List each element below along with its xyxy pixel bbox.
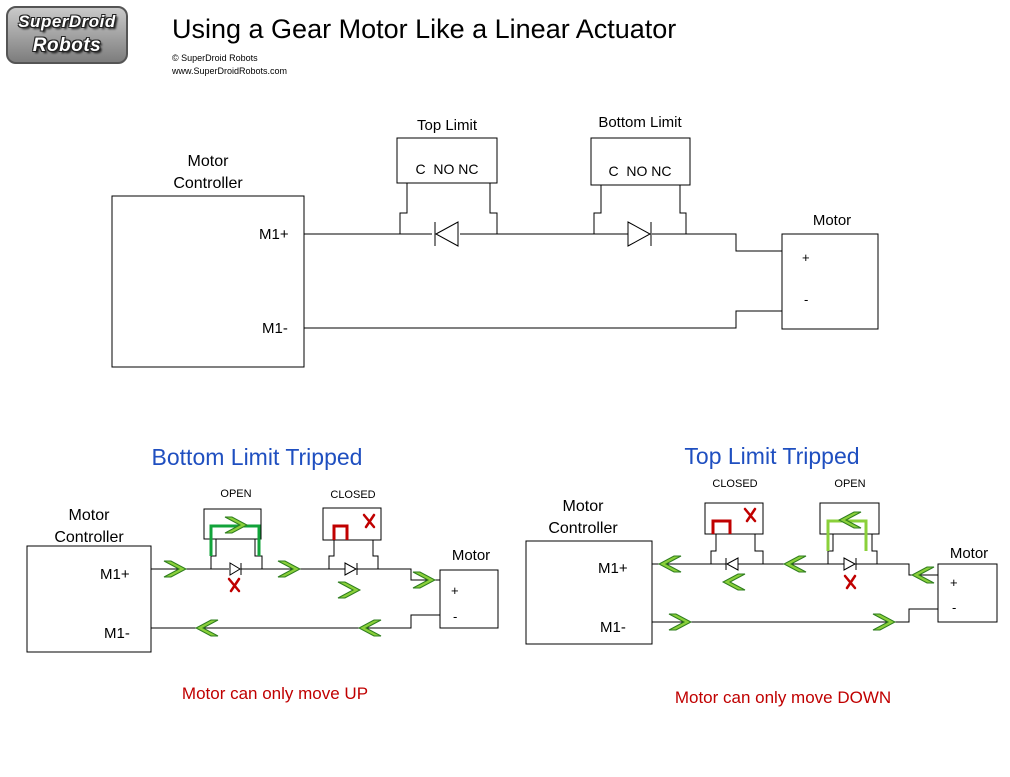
br-flow-arrow	[657, 555, 682, 573]
br-flow-arrow	[668, 613, 693, 631]
website-text: www.SuperDroidRobots.com	[171, 66, 287, 76]
bl-flow-arrow	[357, 619, 382, 637]
br-open-contact-indicator	[826, 519, 868, 551]
m1-plus-label: M1+	[259, 226, 289, 243]
bottom-limit-tripped-title: Bottom Limit Tripped	[152, 444, 363, 470]
bl-flow-arrow	[194, 619, 219, 637]
br-flow-arrow	[782, 555, 807, 573]
top-limit-title: Top Limit	[417, 117, 478, 134]
br-labels: Motor Controller M1+ M1- Motor + -	[548, 498, 988, 636]
bl-switch2-diode	[329, 562, 378, 576]
br-flow-arrow	[910, 566, 935, 584]
bl-motor-box	[439, 569, 499, 629]
br-motor-box	[937, 563, 998, 623]
bl-controller-label-line1: Motor	[69, 507, 111, 524]
top-limit-switch-box	[396, 137, 498, 184]
bottom-limit-switch-box	[590, 137, 691, 186]
br-switch1-diode	[711, 557, 763, 571]
br-switch1-state: CLOSED	[712, 478, 757, 490]
bl-closed-x-mark	[362, 513, 376, 529]
bl-switch1-box	[203, 508, 262, 540]
br-switch2-box	[819, 502, 880, 535]
logo-text-line2: Robots	[32, 35, 102, 56]
bottom-limit-diode	[594, 221, 686, 247]
main-diagram-labels: Motor Controller M1+ M1- Top Limit C NO …	[173, 114, 851, 337]
bl-controller-label-line2: Controller	[54, 529, 124, 546]
br-controller-label-line1: Motor	[563, 498, 605, 515]
br-switch2-state: OPEN	[834, 478, 865, 490]
bl-m1-minus-label: M1-	[104, 625, 130, 642]
m1-plus-wire	[304, 183, 782, 252]
bottom-limit-title: Bottom Limit	[598, 114, 682, 131]
br-m1-minus-label: M1-	[600, 619, 626, 636]
motor-box	[781, 233, 879, 330]
bl-flow-arrow	[337, 581, 362, 599]
bl-open-contact-arrow	[224, 516, 249, 534]
top-limit-diode	[400, 221, 497, 247]
bl-switch1-diode	[211, 562, 262, 576]
motor-plus-label: +	[802, 250, 810, 265]
bottom-limit-pins: C NO NC	[609, 163, 672, 179]
m1-minus-wire	[304, 310, 782, 329]
br-circuit	[525, 502, 998, 645]
bl-result-text: Motor can only move UP	[182, 684, 368, 703]
br-flow-arrow	[872, 613, 897, 631]
blocked-path-marks	[227, 507, 857, 593]
br-m1-plus-label: M1+	[598, 560, 628, 577]
br-blocked-x-mark	[843, 574, 857, 590]
br-motor-title: Motor	[950, 545, 988, 562]
bl-m1-plus-label: M1+	[100, 566, 130, 583]
copyright-text: © SuperDroid Robots	[172, 53, 258, 63]
br-result-text: Motor can only move DOWN	[675, 688, 891, 707]
controller-label-line1: Motor	[188, 153, 230, 170]
bl-switch1-state: OPEN	[220, 488, 251, 500]
br-m1-minus-wire	[652, 608, 938, 623]
bl-flow-arrow	[277, 560, 302, 578]
br-controller-label-line2: Controller	[548, 520, 618, 537]
logo-text-line1: SuperDroid	[18, 12, 116, 31]
br-closed-contact-indicator	[711, 519, 732, 534]
bl-motor-title: Motor	[452, 547, 490, 564]
br-motor-plus-label: +	[950, 575, 958, 590]
br-controller-box	[525, 540, 653, 645]
bl-flow-arrow	[412, 571, 437, 589]
br-motor-minus-label: -	[952, 600, 956, 615]
bl-closed-contact-indicator	[332, 524, 349, 540]
motor-controller-box	[111, 195, 305, 368]
main-diagram	[111, 137, 879, 368]
br-closed-x-mark	[743, 507, 757, 523]
br-switch2-diode	[828, 557, 877, 571]
top-limit-tripped-title: Top Limit Tripped	[684, 443, 859, 469]
br-open-contact-arrow	[837, 511, 862, 529]
controller-label-line2: Controller	[173, 175, 243, 192]
br-switch1-box	[704, 502, 764, 535]
top-limit-pins: C NO NC	[416, 161, 479, 177]
bl-open-contact-indicator	[209, 524, 261, 556]
bl-m1-plus-wire	[151, 539, 440, 581]
superdroid-logo: SuperDroid Robots	[6, 6, 128, 64]
motor-title: Motor	[813, 212, 851, 229]
current-flow-arrows	[163, 511, 935, 637]
page-title: Using a Gear Motor Like a Linear Actuato…	[172, 14, 676, 44]
bl-circuit	[26, 507, 499, 653]
bl-motor-minus-label: -	[453, 609, 457, 624]
motor-minus-label: -	[804, 292, 808, 307]
bl-blocked-x-mark	[227, 577, 241, 593]
m1-minus-label: M1-	[262, 320, 288, 337]
bl-flow-arrow	[163, 560, 188, 578]
bl-labels: Motor Controller M1+ M1- Motor + -	[54, 507, 490, 642]
br-flow-arrow	[721, 573, 746, 591]
bl-switch2-state: CLOSED	[330, 489, 375, 501]
bl-motor-plus-label: +	[451, 583, 459, 598]
bl-switch2-box	[322, 507, 382, 541]
bl-controller-box	[26, 545, 152, 653]
bl-m1-minus-wire	[151, 614, 440, 629]
